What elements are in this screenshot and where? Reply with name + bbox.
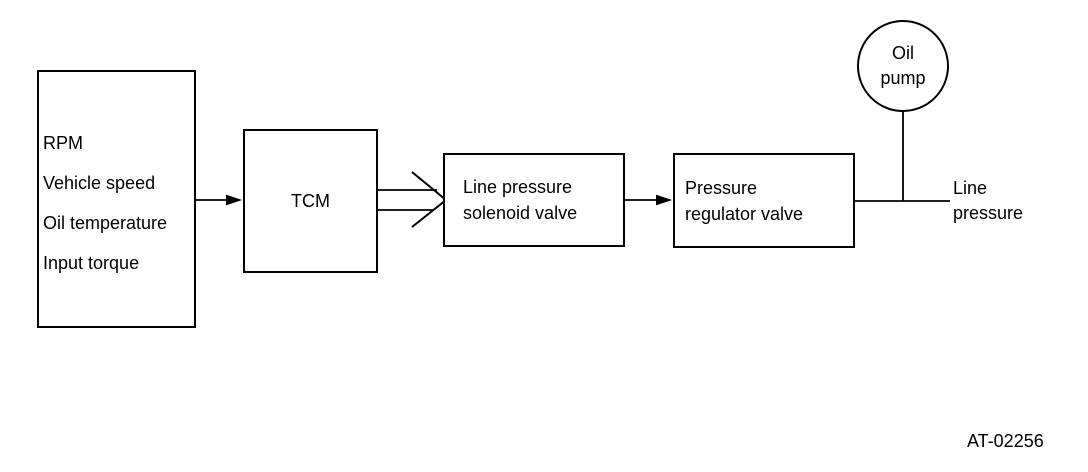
double-arrow-tcm-to-solenoid [378, 171, 448, 228]
arrow-inputs-to-tcm [196, 194, 242, 206]
inputs-box-labels: RPM Vehicle speed Oil temperature Input … [43, 123, 167, 283]
solenoid-label-line2: solenoid valve [463, 203, 578, 223]
oil-pump-label-line2: pump [880, 68, 926, 88]
pressure-regulator-valve-box: Pressure regulator valve [673, 153, 855, 248]
oil-pump-circle: Oil pump [857, 20, 949, 112]
input-label-oil-temp: Oil temperature [43, 213, 168, 233]
tcm-label: TCM [291, 191, 330, 211]
input-label-input-torque: Input torque [43, 253, 140, 273]
output-label-line2: pressure [953, 203, 1024, 223]
figure-code: AT-02256 [967, 431, 1044, 451]
output-label-line1: Line [953, 178, 988, 198]
oil-pump-label-line1: Oil [892, 43, 914, 63]
line-pressure-output-label: Line pressure [953, 176, 1023, 226]
regulator-label-line1: Pressure [685, 177, 758, 198]
input-label-vehicle-speed: Vehicle speed [43, 173, 156, 193]
arrow-solenoid-to-regulator [625, 194, 672, 206]
regulator-label-line2: regulator valve [685, 203, 804, 224]
solenoid-label-line1: Line pressure [463, 177, 573, 197]
inputs-box: RPM Vehicle speed Oil temperature Input … [37, 70, 196, 328]
solenoid-valve-box: Line pressure solenoid valve [443, 153, 625, 247]
input-label-rpm: RPM [43, 133, 83, 153]
tcm-box: TCM [243, 129, 378, 273]
